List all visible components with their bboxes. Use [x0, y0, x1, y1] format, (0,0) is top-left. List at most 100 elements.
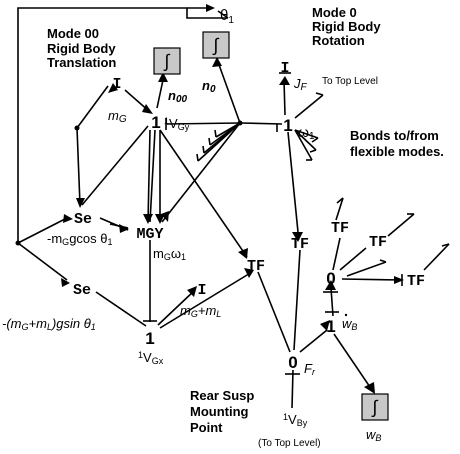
arrowhead-mgy-se: [119, 224, 129, 233]
arrowhead-se-top: [63, 214, 73, 223]
node-1-vgx: 1: [145, 329, 154, 348]
arrowhead-left-dot-se: [76, 198, 85, 208]
to-top-level-paren-label: (To Top Level): [258, 438, 321, 449]
bond-ijf-to-1omega: [283, 79, 286, 116]
bond-tf-left-to-0fr: [257, 271, 291, 353]
node-0-fr: 0: [288, 353, 297, 372]
bond-frame-halfarrow: [217, 10, 229, 19]
label-wb: wB: [366, 427, 381, 443]
bond-hub-to-se-top: [17, 218, 66, 244]
integrator-n0: ∫: [202, 31, 230, 59]
mode0-title-line2: Rigid Body: [312, 19, 381, 34]
integrator-symbol-n00: ∫: [163, 51, 171, 71]
left-upper-dot: [74, 125, 80, 131]
label-se-top-effort: -mGgcos θ1: [47, 231, 113, 247]
parameter-labels: n00 n0 mG JF 1VGy ω1 -mGgcos θ1 mGω1: [2, 76, 381, 443]
tick-flex-hub-3: [202, 145, 205, 154]
mode00-title-line3: Translation: [47, 55, 116, 70]
node-1-vgy: 1: [151, 113, 160, 132]
node-tf-right: TF: [407, 273, 425, 290]
arrowhead-wb-int: [364, 382, 375, 394]
bond-1vgx-to-tf-left: [159, 271, 253, 329]
bond-hub-to-mgy: [161, 122, 241, 223]
mode00-title-line1: Mode 00: [47, 26, 99, 41]
node-i-mgml: I: [197, 282, 206, 299]
node-labels: I I I 1 1 1 1 0 0 Se Se MGY TF TF TF TF …: [73, 60, 425, 372]
bond-0mid-to-tf-right: [341, 278, 403, 281]
bond-1vgy-to-hub: [165, 122, 241, 125]
bond-1wb-to-integrator: [333, 333, 373, 391]
bond-0mid-to-tf-b: [339, 247, 367, 271]
tick-0mid-right: [379, 259, 387, 263]
bond-left-to-se: [76, 127, 81, 206]
tick-flex-hub-4: [196, 153, 199, 162]
bond-0fr-to-vby: [291, 369, 294, 409]
label-mg-omega1: mGω1: [153, 246, 186, 262]
node-tf-left: TF: [247, 258, 265, 275]
tick-tf-right-up: [441, 243, 450, 247]
bond-1vgy-to-mgy-right: [149, 129, 156, 223]
node-1-wb: 1: [326, 317, 335, 336]
arrowhead-i-vgx: [187, 286, 197, 297]
bond-tf-a-up: [335, 197, 344, 221]
mode00-title-line2: Rigid Body: [47, 41, 116, 56]
arrowhead-theta1: [206, 4, 215, 12]
bond-hub-to-integrator: [217, 61, 241, 124]
bond-1vgy-to-integrator: [156, 79, 164, 109]
rear-susp-line3: Point: [190, 420, 223, 435]
label-vgx: 1VGx: [138, 350, 164, 366]
bond-tf-mid-to-0fr: [293, 249, 301, 351]
arrow-heads: [61, 4, 404, 394]
bond-hub-flex-4: [197, 122, 241, 162]
theta1-label: θ1: [220, 7, 234, 26]
label-wb-dot: wB: [342, 316, 357, 332]
integrator-box-wb: [361, 393, 389, 421]
label-n00: n00: [168, 88, 188, 105]
tick-top-level-halfarrow: [315, 92, 324, 96]
rear-susp-line1: Rear Susp: [190, 388, 254, 403]
bond-tf-b-up: [387, 213, 415, 237]
bond-1vgy-to-tf-left: [159, 129, 248, 258]
bond-omega-flex-1: [294, 129, 319, 139]
label-mg: mG: [108, 108, 127, 125]
bond-1omega-to-tf-mid: [287, 131, 299, 233]
arrowhead-mgy-left: [143, 214, 153, 224]
bond-1omega-to-top: [294, 94, 324, 119]
label-jf: JF: [293, 76, 308, 93]
label-mg-plus-ml: mG+mL: [180, 303, 221, 319]
integrator-box-n00: [153, 47, 181, 75]
arrowhead-tf-mid: [292, 232, 303, 242]
node-0-mid: 0: [326, 269, 335, 288]
arrowhead-n0: [212, 57, 222, 67]
bond-0fr-to-1wb: [299, 329, 328, 353]
label-vgy: 1VGy: [164, 116, 190, 132]
wb-dot-mark: [344, 313, 348, 317]
bond-i-mg-to-left: [76, 85, 109, 129]
arrowhead-1vgy-i: [142, 104, 153, 114]
integrator-box-n0: [202, 31, 230, 59]
bonds-flex-line1: Bonds to/from: [350, 128, 439, 143]
bond-se-bottom-to-1vgx: [95, 291, 147, 327]
node-se-top: Se: [74, 211, 92, 228]
arrowhead-1wb: [320, 320, 330, 331]
node-tf-b: TF: [369, 234, 387, 251]
arrowhead-imgml: [108, 83, 118, 93]
arrowhead-tf-left: [238, 248, 248, 259]
arrowhead-n00: [158, 72, 168, 82]
rear-susp-line2: Mounting: [190, 404, 249, 419]
integrator-symbol-n0: ∫: [212, 35, 220, 55]
tick-flex-om-2: [309, 149, 317, 153]
label-vby: 1VBy: [283, 412, 308, 428]
left-junction-dot: [15, 240, 21, 246]
bond-omega-flex-2: [294, 129, 317, 151]
node-mgy: MGY: [136, 226, 163, 243]
bonds-flex-line2: flexible modes.: [350, 144, 444, 159]
tick-flex-hub-1: [214, 129, 217, 138]
node-se-bottom: Se: [73, 282, 91, 299]
bond-hub-to-1omega: [239, 122, 283, 125]
node-i-jf: I: [280, 60, 289, 77]
node-tf-mid: TF: [291, 236, 309, 253]
node-1-omega1: 1: [283, 116, 292, 135]
label-fr: Fr: [304, 361, 316, 377]
